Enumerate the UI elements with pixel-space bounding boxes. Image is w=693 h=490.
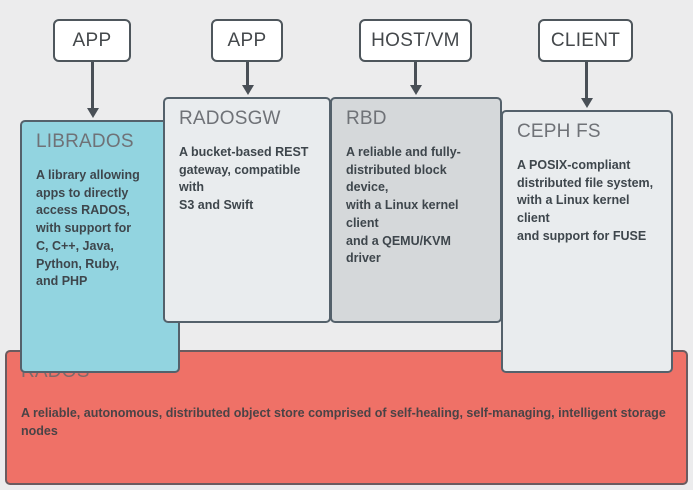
arrow-app-to-radosgw (246, 62, 249, 86)
layer-title-cephfs: CEPH FS (517, 121, 601, 142)
layer-title-librados: LIBRADOS (36, 131, 134, 152)
arrow-app-to-librados (91, 62, 94, 109)
client-box-label: APP (72, 29, 112, 51)
client-box-label: CLIENT (550, 29, 621, 51)
layer-title-rbd: RBD (346, 108, 387, 129)
layer-description-rbd: A reliable and fully- distributed block … (346, 144, 461, 266)
layer-description-librados: A library allowing apps to directly acce… (36, 167, 140, 289)
client-box-client[interactable]: CLIENT (538, 19, 633, 62)
layer-title-radosgw: RADOSGW (179, 108, 281, 129)
layer-cephfs[interactable]: CEPH FS A POSIX-compliant distributed fi… (501, 110, 673, 373)
layer-description-cephfs: A POSIX-compliant distributed file syste… (517, 157, 654, 243)
client-box-app-radosgw[interactable]: APP (211, 19, 283, 62)
client-box-label: APP (227, 29, 267, 51)
layer-description-rados: A reliable, autonomous, distributed obje… (21, 405, 666, 438)
arrow-host-vm-to-rbd (414, 62, 417, 86)
client-box-app-librados[interactable]: APP (53, 19, 131, 62)
layer-radosgw[interactable]: RADOSGW A bucket-based REST gateway, com… (163, 97, 331, 323)
layer-rbd[interactable]: RBD A reliable and fully- distributed bl… (330, 97, 502, 323)
client-box-host-vm[interactable]: HOST/VM (359, 19, 472, 62)
arrow-client-to-cephfs (585, 62, 588, 99)
layer-description-radosgw: A bucket-based REST gateway, compatible … (179, 144, 309, 213)
client-box-label: HOST/VM (371, 29, 460, 51)
layer-librados[interactable]: LIBRADOS A library allowing apps to dire… (20, 120, 180, 373)
